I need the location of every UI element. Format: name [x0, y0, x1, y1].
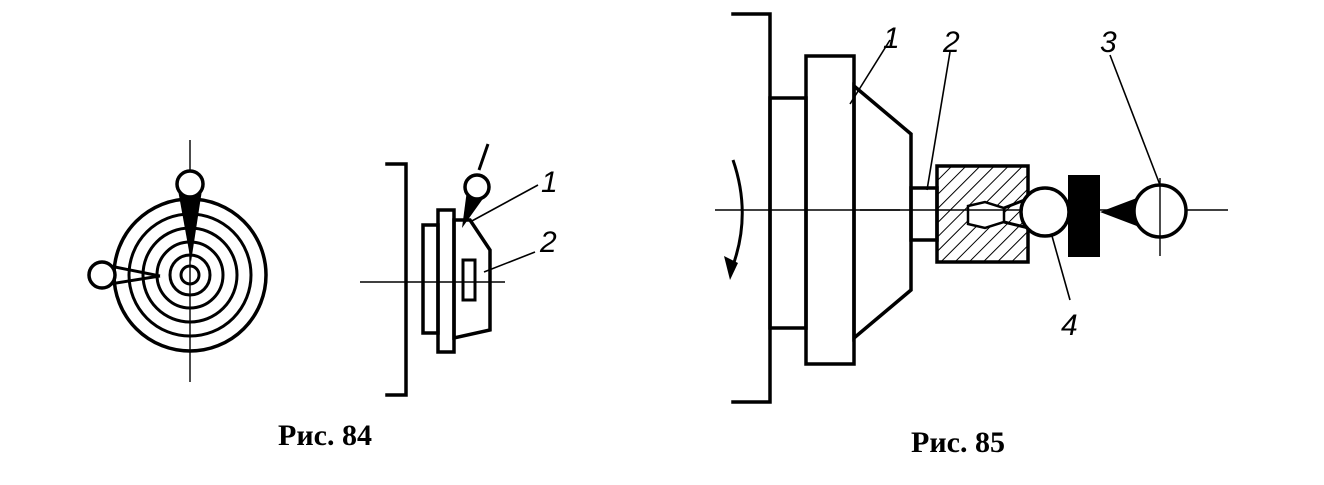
fig84-top-probe-tip: [178, 190, 202, 262]
fig84-faceplate: [436, 208, 456, 354]
fig85-holder-socket: [966, 200, 1006, 230]
fig84-ring-inner: [179, 264, 201, 286]
fig85-arbor: [909, 186, 939, 242]
fig84-insert: [461, 258, 477, 302]
fig84-caption: Рис. 84: [278, 419, 372, 452]
fig84-side-probe-ball: [463, 173, 491, 201]
fig85-setup: 1 2 3 4: [715, 12, 1228, 404]
fig85-ball-4: [1019, 186, 1071, 238]
fig84-left-probe-stem-b: [109, 274, 161, 286]
fig85-hub: [768, 96, 808, 330]
fig84-label-1: 1: [541, 166, 558, 199]
fig85-leader-4: [1051, 235, 1071, 301]
fig85-leader-1: [849, 39, 891, 105]
fig85-rotation-arrow: [730, 159, 744, 269]
fig84-top-probe-ball: [175, 169, 205, 199]
fig85-label-2: 2: [942, 26, 960, 59]
fig84-left-probe-ball: [87, 260, 117, 290]
fig85-label-4: 4: [1061, 309, 1078, 342]
fig85-spindle-bracket: [731, 12, 772, 404]
fig84-side-probe-rod: [477, 143, 490, 171]
fig85-label-3: 3: [1100, 26, 1117, 59]
fig84-leader-2: [483, 251, 536, 273]
fig84-leader-1: [469, 184, 539, 223]
fig85-caption: Рис. 85: [911, 426, 1005, 459]
fig85-leader-2: [926, 51, 951, 191]
fig84-side-view: 1 2: [360, 143, 558, 397]
fig84-left-probe-stem-a: [109, 264, 161, 278]
fig84-front-view: [87, 140, 268, 382]
fig84-spindle-bracket: [385, 162, 408, 397]
fig85-rotation-arrowhead: [724, 256, 738, 280]
fig85-chuck-body: [852, 82, 913, 342]
fig84-workpiece: [452, 218, 492, 341]
fig85-leader-3: [1109, 54, 1161, 186]
fig84-label-2: 2: [539, 226, 557, 259]
fig85-label-1: 1: [883, 22, 900, 55]
fig84-hub: [421, 223, 440, 335]
fig85-black-block: [1068, 175, 1100, 257]
